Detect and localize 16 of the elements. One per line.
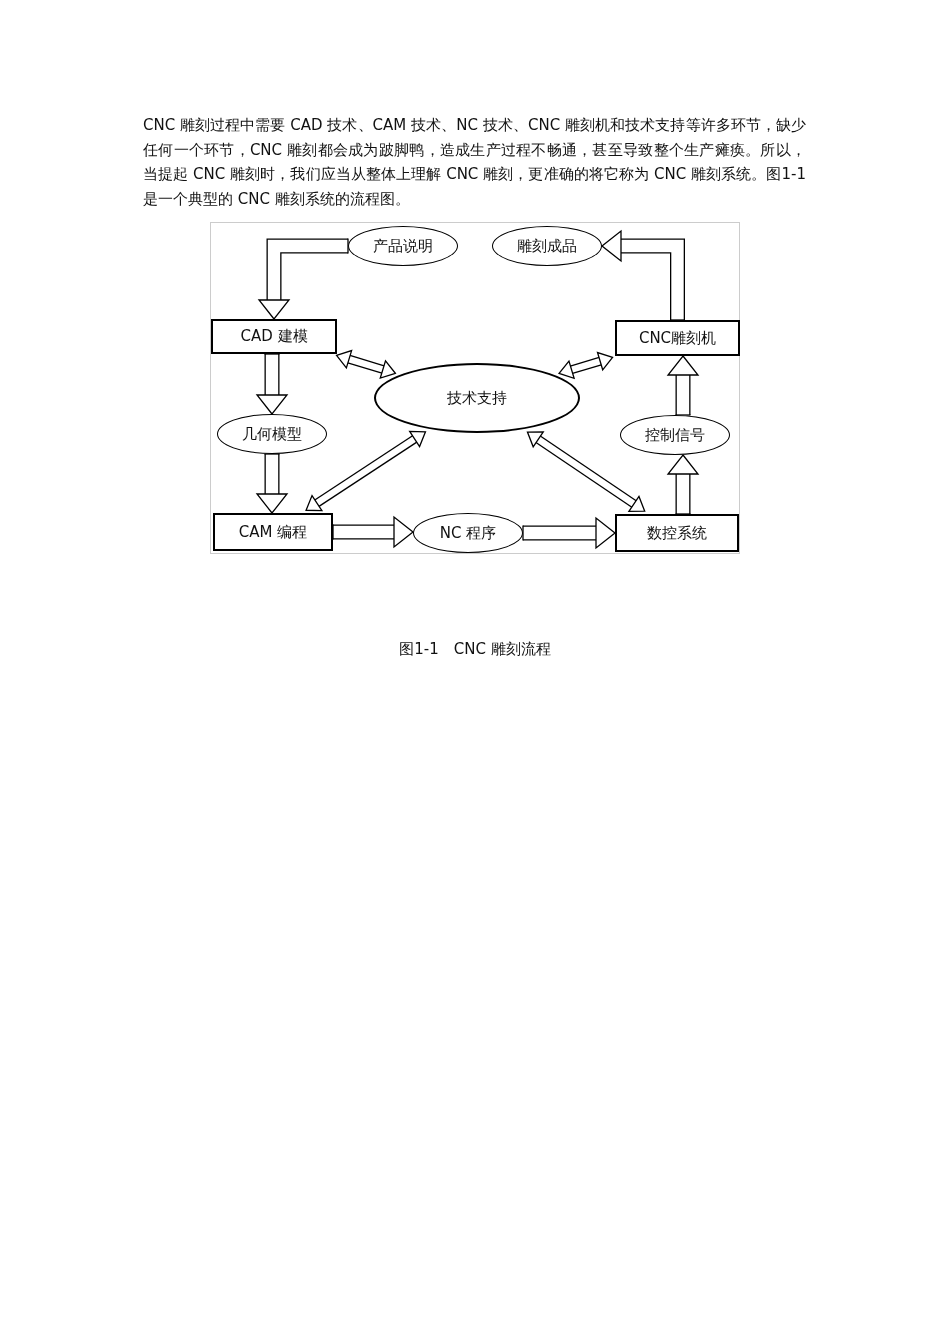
double-arrow — [305, 430, 427, 512]
double-arrow — [526, 431, 646, 513]
block-arrow — [600, 229, 686, 321]
block-arrow — [255, 353, 289, 416]
block-arrow — [666, 453, 700, 515]
block-arrow — [332, 515, 415, 549]
double-arrow — [558, 351, 614, 380]
figure-caption: 图1-1 CNC 雕刻流程 — [398, 640, 552, 659]
intro-paragraph: CNC 雕刻过程中需要 CAD 技术、CAM 技术、NC 技术、CNC 雕刻机和技术支持等许多环节，缺少任何一个环节，CNC 雕刻都会成为跛脚鸭，造成生产过程不畅通，甚至导致整个生产瘫痪。所以，当提起 CNC 雕刻时，我们应当从整体上理解 CNC 雕刻，更准确的将它称为 CNC 雕刻系统。图1-1是一个典型的 CNC 雕刻系统的流程图。 — [143, 115, 806, 210]
double-arrow — [335, 349, 397, 380]
block-arrow — [255, 453, 289, 515]
block-arrow — [666, 354, 700, 416]
ellipse-node: 技术支持 — [374, 363, 580, 433]
block-arrow — [257, 237, 349, 321]
ellipse-node: 产品说明 — [348, 226, 458, 266]
block-arrow — [522, 516, 617, 550]
